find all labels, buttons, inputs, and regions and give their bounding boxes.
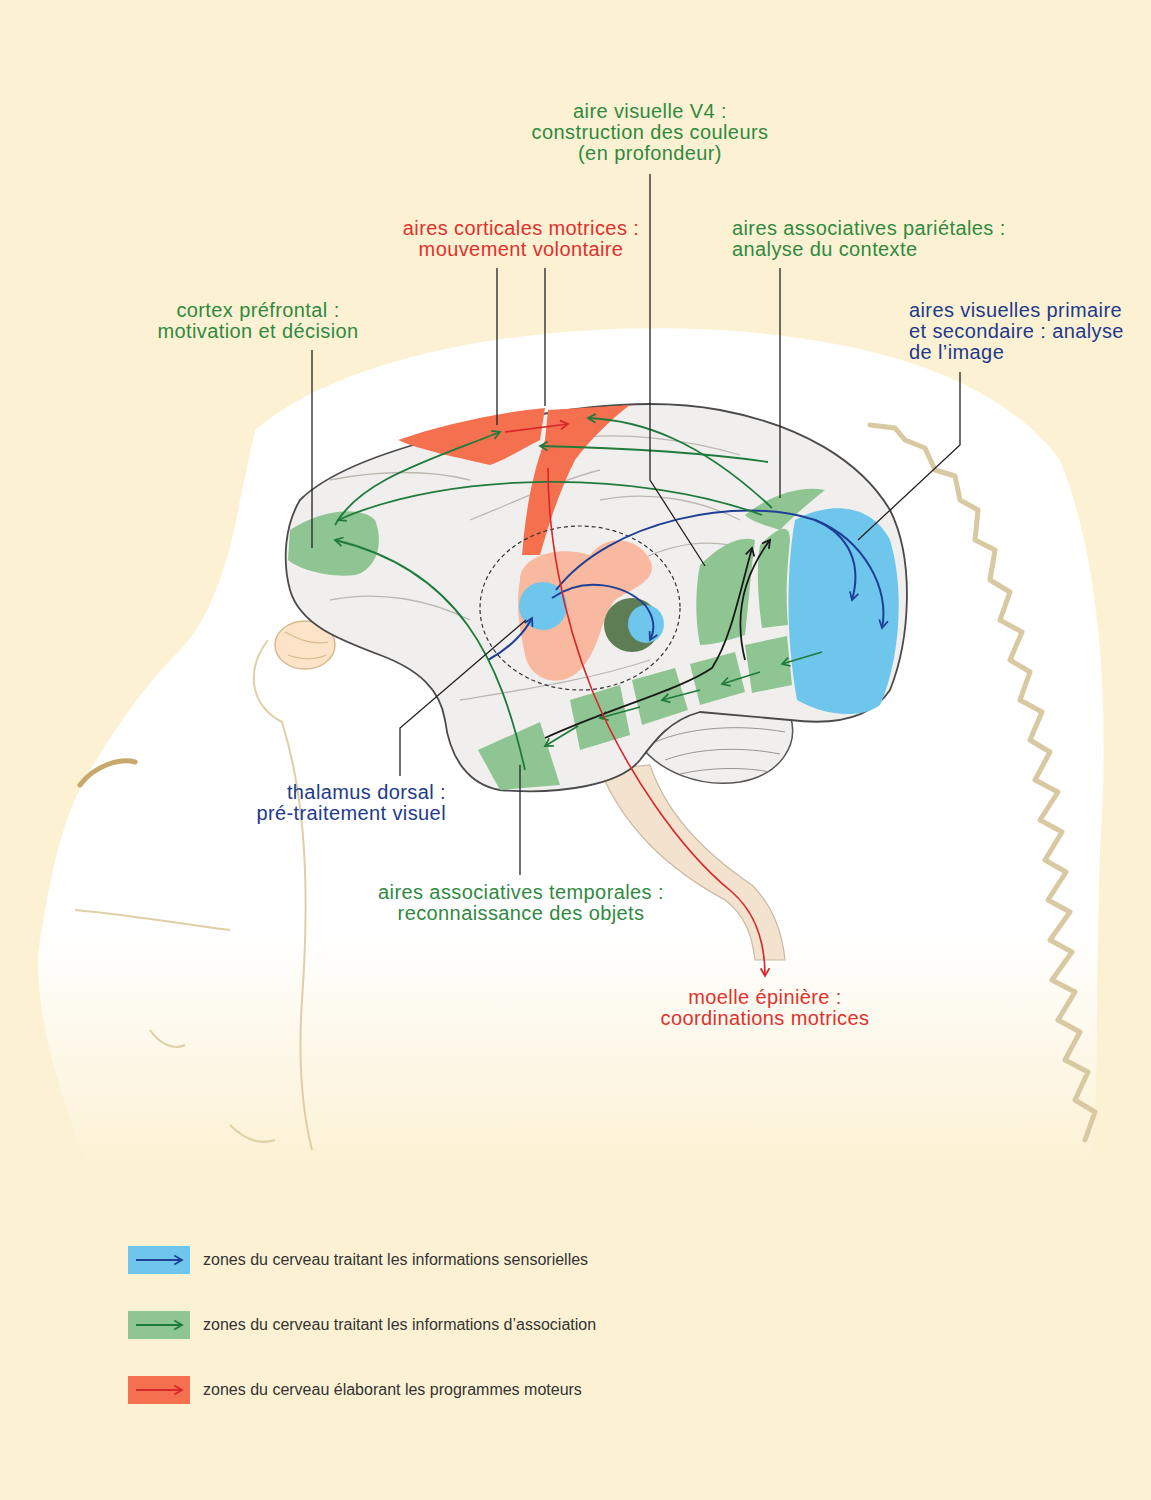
swatch-arrow [128,1311,190,1339]
flow-arrow [335,540,525,770]
swatch-arrow [128,1246,190,1274]
flow-arrow [722,672,760,684]
label-text: aire visuelle V4 : construction des coul… [524,101,776,164]
flow-arrow [588,418,772,508]
legend-row: zones du cerveau traitant les informatio… [128,1311,828,1339]
cerebellum-folia [655,728,785,774]
legend-text: zones du cerveau traitant les informatio… [203,1315,596,1335]
label-text: aires corticales motrices : mouvement vo… [394,218,649,260]
head-silhouette [38,328,1104,1170]
face-contour [254,640,312,1150]
region-label: aire visuelle V4 : construction des coul… [524,101,776,164]
leader-line [496,268,497,425]
legend-row: zones du cerveau élaborant les programme… [128,1376,828,1404]
swatch-arrow [128,1376,190,1404]
label-text: thalamus dorsal : pré-traitement visuel [251,782,446,824]
leader-line [544,268,545,406]
face-tuft [230,1125,275,1142]
flow-arrow [740,540,770,660]
legend-swatch [128,1246,190,1274]
dashed-outline [480,526,680,690]
legend-swatch [128,1376,190,1404]
muzzle-line [75,910,230,930]
legend-row: zones du cerveau traitant les informatio… [128,1246,828,1274]
swatch-arrow-line [136,1324,182,1326]
cerebrum [286,404,907,791]
leader-line [858,372,960,540]
swatch-arrow-line [136,1389,182,1391]
flow-arrow [335,432,500,525]
flow-arrow [556,511,855,600]
label-text: aires associatives pariétales : analyse … [732,218,1022,260]
label-text: moelle épinière : coordinations motrices [651,987,879,1029]
region-label: moelle épinière : coordinations motrices [651,987,879,1029]
region-label: aires visuelles primaire et secondaire :… [909,300,1137,363]
prefrontal-area [288,511,379,575]
temporal-area [478,722,560,790]
region-label: aires corticales motrices : mouvement vo… [394,218,649,260]
temporal-area [632,668,688,725]
flow-arrow [488,618,532,660]
v4-area [696,539,755,645]
face-tuft [150,1030,185,1047]
swatch-arrow-line [136,1259,182,1261]
flow-arrow [662,690,700,700]
leader-line [400,620,526,776]
nucleus [628,605,664,643]
label-text: aires associatives temporales : reconnai… [369,882,674,924]
legend-text: zones du cerveau traitant les informatio… [203,1250,588,1270]
region-label: thalamus dorsal : pré-traitement visuel [251,782,446,824]
legend-text: zones du cerveau élaborant les programme… [203,1380,582,1400]
region-label: cortex préfrontal : motivation et décisi… [142,300,374,342]
flow-arrow [782,652,822,664]
flow-arrow [505,424,568,432]
eye-lines [285,632,328,659]
legend-swatch [128,1311,190,1339]
leader-line [311,350,312,548]
visual-area [788,508,898,714]
leader-line [650,174,705,566]
region-label: aires associatives pariétales : analyse … [732,218,1022,260]
temporal-area [745,636,792,693]
brow-line [80,761,135,785]
region-label: aires associatives temporales : reconnai… [369,882,674,924]
premotor-area [398,408,545,465]
leader-line [519,765,520,875]
leader-line [779,268,780,498]
thalamus-nucleus [519,582,567,630]
fur-edge [870,425,1095,1140]
flow-arrow [540,446,768,462]
flow-arrow [815,520,883,628]
parietal-area [758,529,790,628]
label-text: aires visuelles primaire et secondaire :… [909,300,1137,363]
label-text: cortex préfrontal : motivation et décisi… [142,300,374,342]
